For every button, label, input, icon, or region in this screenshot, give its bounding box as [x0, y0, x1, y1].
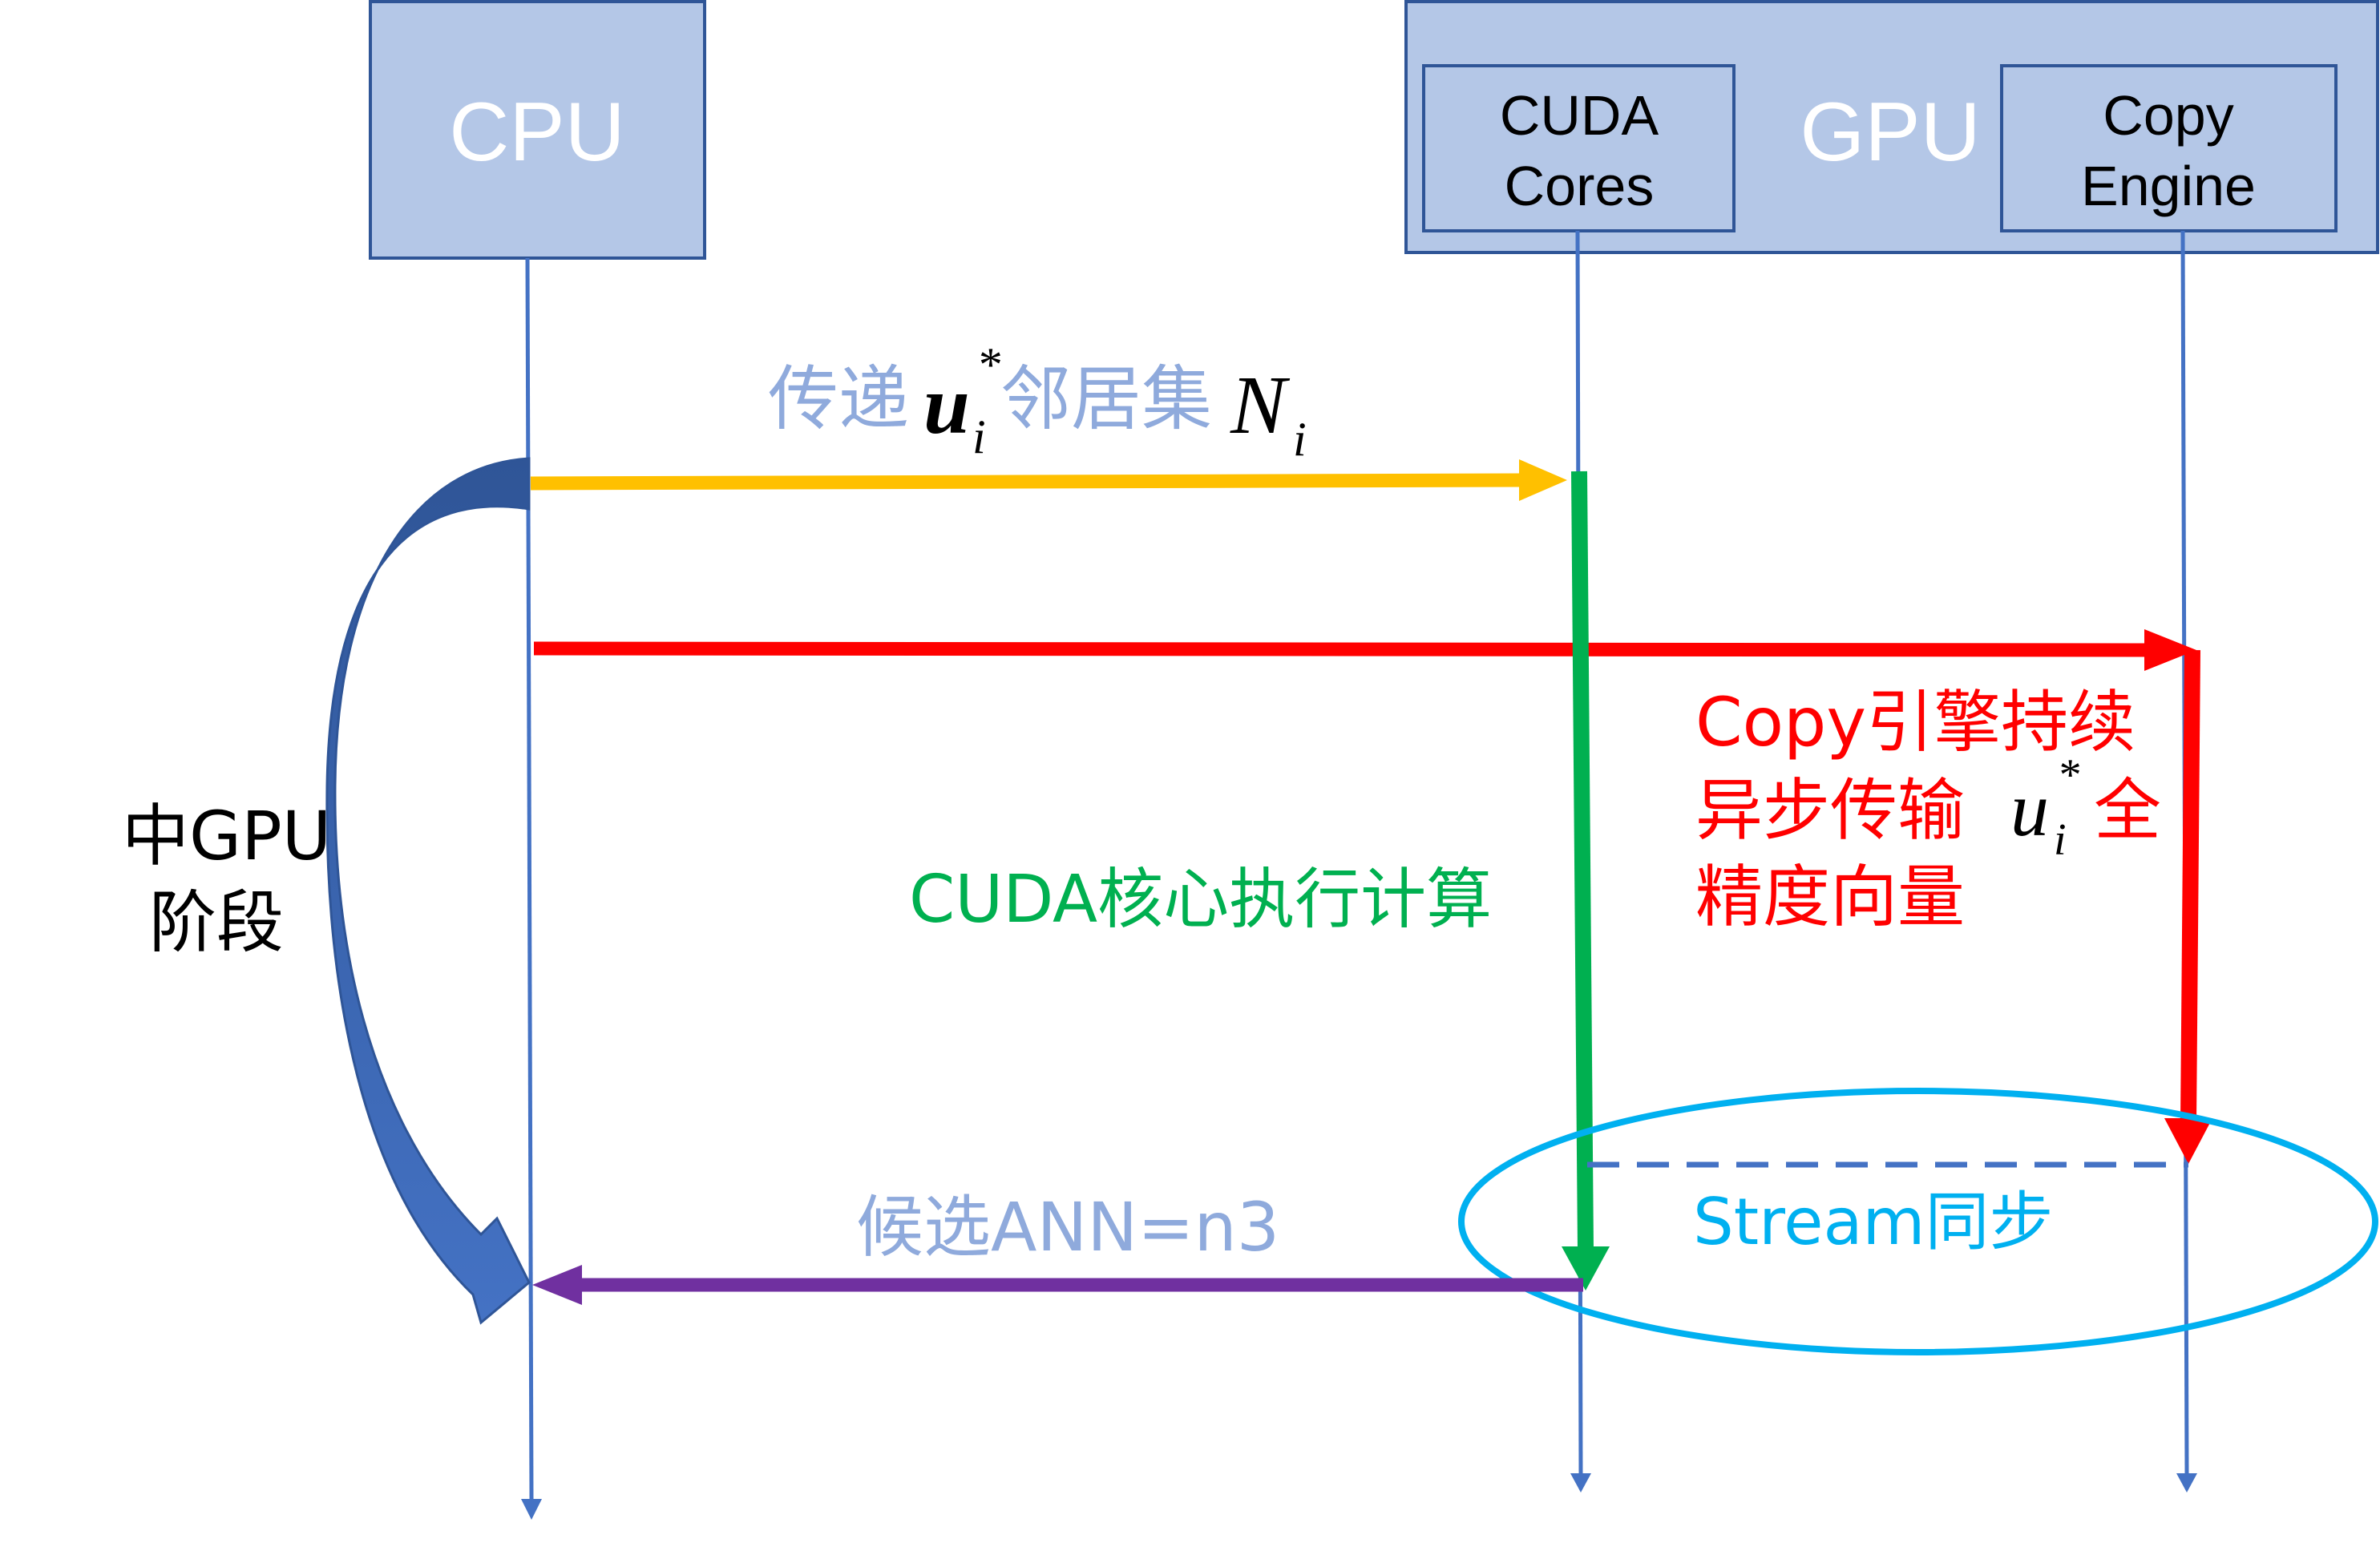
copy-description-line2-prefix: 异步传输 — [1695, 771, 1965, 850]
cuda-cores-box: CUDA Cores — [1422, 64, 1736, 232]
cuda-cores-label-line2: Cores — [1505, 155, 1655, 217]
copy-sub-i: i — [2054, 815, 2067, 865]
cuda-compute-label: CUDA核心执行计算 — [909, 862, 1492, 938]
transfer-var-N: N — [1230, 359, 1291, 451]
cpu-label: CPU — [449, 86, 625, 179]
copy-engine-box: Copy Engine — [2000, 64, 2338, 232]
transfer-var-u: u — [923, 359, 970, 451]
cuda-cores-label-line1: CUDA — [1500, 84, 1659, 147]
transfer-sub-i: i — [972, 410, 986, 463]
phase-curved-arrow — [325, 457, 531, 1325]
copy-description-line3: 精度向量 — [1695, 858, 1965, 936]
copy-engine-description: Copy引擎持续 异步传输 u * i 全 精度向量 — [1695, 683, 2161, 936]
stream-sync-ellipse — [1458, 1088, 2378, 1355]
transfer-arrow — [530, 459, 1567, 501]
phase-label-line2: 阶段 — [149, 883, 284, 962]
copy-transfer-arrow — [2164, 649, 2212, 1164]
copy-description-line1: Copy引擎持续 — [1695, 683, 2136, 761]
copy-star: * — [2057, 750, 2079, 800]
candidate-label: 候选ANN=n3 — [856, 1188, 1279, 1266]
gpu-label: GPU — [1800, 86, 1980, 179]
phase-label: 中GPU 阶段 — [122, 797, 331, 962]
transfer-label-prefix: 传递 — [768, 357, 909, 440]
phase-label-line1: 中GPU — [122, 797, 331, 875]
transfer-label: 传递 u * i 邻居集 N i — [768, 338, 1307, 466]
cpu-lifeline — [521, 257, 542, 1520]
copy-var-u: u — [2010, 766, 2049, 852]
copy-description-line2-suffix: 全 — [2094, 771, 2161, 850]
return-arrow — [532, 1265, 1583, 1305]
stream-sync-label: Stream同步 — [1693, 1185, 2053, 1259]
copy-engine-label-line2: Engine — [2081, 155, 2256, 217]
copy-request-arrow — [533, 629, 2196, 671]
cpu-box: CPU — [369, 0, 706, 260]
transfer-label-middle: 邻居集 — [1000, 357, 1212, 440]
transfer-sub-i2: i — [1293, 413, 1307, 466]
copy-engine-label-line1: Copy — [2103, 84, 2233, 147]
transfer-star: * — [976, 338, 1000, 391]
cuda-compute-arrow — [1562, 471, 1610, 1291]
